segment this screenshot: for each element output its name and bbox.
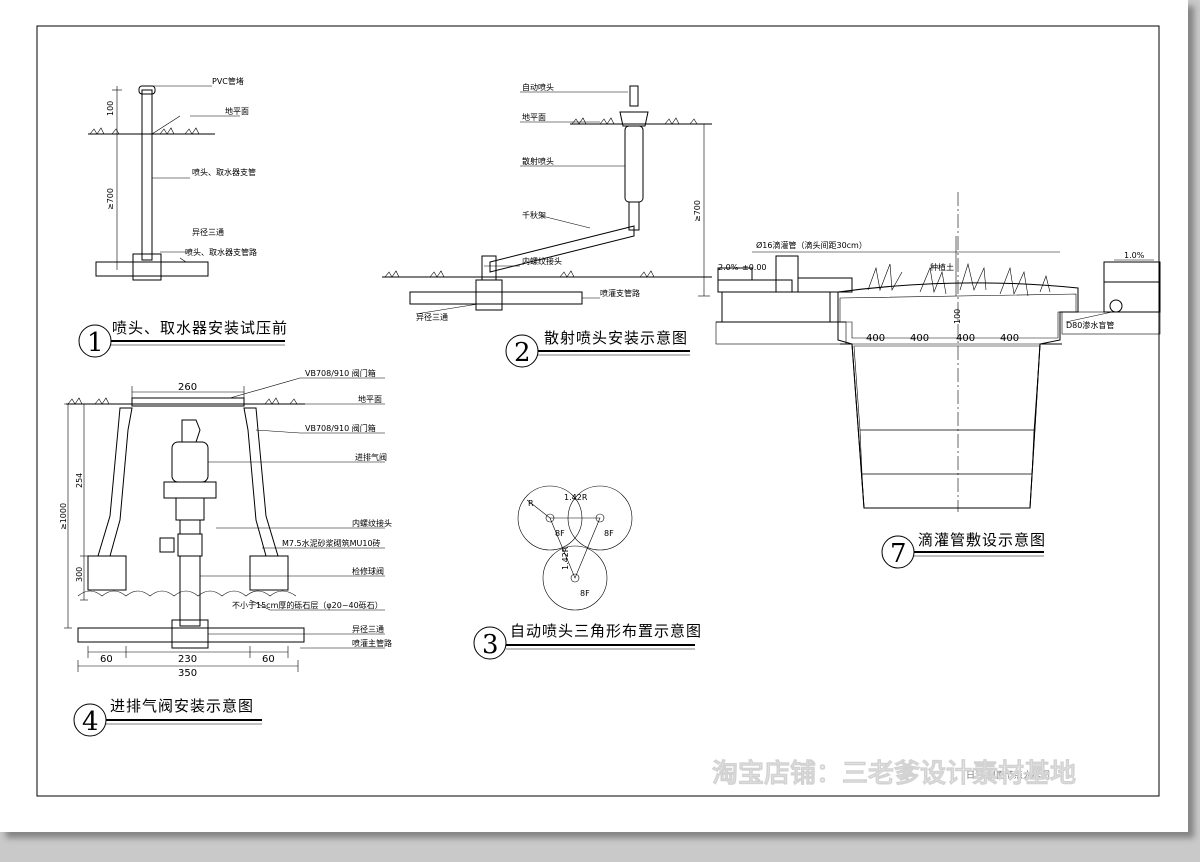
d7-label-planting-soil: 种植土 [930, 262, 954, 272]
d7-label-slope-right: 1.0% [1124, 251, 1145, 260]
d4-label-valve-box-2: VB708/910 阀门箱 [305, 423, 376, 433]
d4-dim-60b: 60 [262, 654, 275, 665]
d3-label-radius: R [528, 499, 534, 508]
d7-number: 7 [890, 539, 907, 569]
d3-title: 自动喷头三角形布置示意图 [510, 622, 702, 640]
d4-label-brick: M7.5水泥砂浆砌筑MU10砖 [282, 538, 381, 548]
d7-label-drain-pipe: D80渗水盲管 [1066, 320, 1114, 330]
d3-label-spacing-h: 1.42R [564, 493, 588, 502]
d4-label-valve-box-1: VB708/910 阀门箱 [305, 368, 376, 378]
d7-label-slope-left: 2.0% [718, 263, 739, 272]
d4-dim-60a: 60 [100, 654, 113, 665]
d1-dim-0: 100 [106, 101, 115, 116]
d4-label-main-line: 喷灌主管路 [352, 638, 392, 648]
d2-dim-0: ≥700 [693, 200, 702, 222]
d4-label-female-adapter: 内螺纹接头 [352, 518, 392, 528]
d1-number: 1 [87, 328, 104, 358]
detail-4-air-valve: 260 254 ≥1000 300 60 230 60 350 VB708/91… [59, 368, 392, 737]
d4-label-reducer-tee: 异径三通 [352, 624, 384, 634]
d7-label-elevation: ±0.00 [742, 263, 767, 272]
d2-label-reducer-tee: 异径三通 [416, 312, 448, 322]
d1-label-ground: 地平面 [225, 106, 249, 116]
d2-label-female-adapter: 内螺纹接头 [522, 256, 562, 266]
d3-label-8f-a: 8F [555, 529, 565, 538]
d2-title: 散射喷头安装示意图 [544, 329, 688, 347]
cad-drawing: 100 ≥700 PVC管堵 地平面 喷头、取水器支管 异径三通 喷头、取水器支… [36, 25, 1161, 797]
detail-2-spray-head: ≥700 自动喷头 地平面 散射喷头 千秋架 内螺纹接头 喷灌支管路 异径三通 … [382, 82, 712, 368]
d2-label-auto-head: 自动喷头 [522, 82, 554, 92]
d4-label-gravel: 不小于15cm厚的砾石层（φ20~40砾石） [232, 600, 383, 610]
d4-dim-254: 254 [75, 473, 84, 488]
watermark: 淘宝店铺：三老爹设计素材基地 [712, 758, 1076, 789]
d4-title: 进排气阀安装示意图 [110, 697, 254, 715]
d7-title: 滴灌管敷设示意图 [918, 531, 1046, 549]
d4-label-ground: 地平面 [358, 394, 382, 404]
d4-label-air-valve: 进排气阀 [355, 452, 387, 462]
d1-label-branch: 喷头、取水器支管 [192, 167, 256, 177]
d1-title: 喷头、取水器安装试压前 [112, 319, 288, 337]
d1-label-reducer-tee: 异径三通 [192, 227, 224, 237]
d4-number: 4 [82, 707, 99, 737]
d4-label-ball-valve: 检修球阀 [352, 566, 384, 576]
d4-dim-1000: ≥1000 [59, 503, 68, 530]
d3-number: 3 [482, 630, 499, 660]
d1-label-branch-line: 喷头、取水器支管路 [185, 247, 257, 257]
d3-label-8f-c: 8F [580, 589, 590, 598]
d3-label-spacing-v: 1.42R [561, 546, 570, 570]
detail-3-triangle-layout: 1.42R 8F 8F 8F 1.42R R 3 自动喷头三角形布置示意图 [473, 485, 702, 660]
d3-label-8f-b: 8F [604, 529, 614, 538]
d7-dim-depth: 100 [953, 309, 962, 324]
d4-dim-300: 300 [75, 567, 84, 582]
d2-label-ground: 地平面 [522, 112, 546, 122]
d2-label-swing-joint: 千秋架 [522, 210, 546, 220]
d7-label-drip-pipe: Ø16滴灌管（滴头间距30cm） [756, 240, 867, 250]
d1-dim-1: ≥700 [106, 188, 115, 210]
d7-dim-1: 400 [910, 333, 929, 344]
footer-label: 日记 剖面节点大样图 [966, 769, 1050, 781]
drawing-frame [36, 25, 1160, 797]
d2-number: 2 [514, 338, 531, 368]
detail-7-drip-line: 400 400 400 400 100 Ø16滴灌管（滴头间距30cm） 2.0… [715, 192, 1161, 569]
detail-1-sprinkler-pre-test: 100 ≥700 PVC管堵 地平面 喷头、取水器支管 异径三通 喷头、取水器支… [78, 76, 288, 358]
d4-dim-350: 350 [178, 668, 197, 679]
d1-label-pvc-plug: PVC管堵 [212, 76, 244, 86]
drawing-sheet: 100 ≥700 PVC管堵 地平面 喷头、取水器支管 异径三通 喷头、取水器支… [0, 0, 1188, 832]
d4-dim-top: 260 [178, 382, 197, 393]
d7-dim-3: 400 [1000, 333, 1019, 344]
d7-dim-2: 400 [956, 333, 975, 344]
d4-dim-230: 230 [178, 654, 197, 665]
d2-label-spray-head: 散射喷头 [522, 156, 554, 166]
d2-label-lateral: 喷灌支管路 [600, 288, 640, 298]
d7-dim-0: 400 [866, 333, 885, 344]
